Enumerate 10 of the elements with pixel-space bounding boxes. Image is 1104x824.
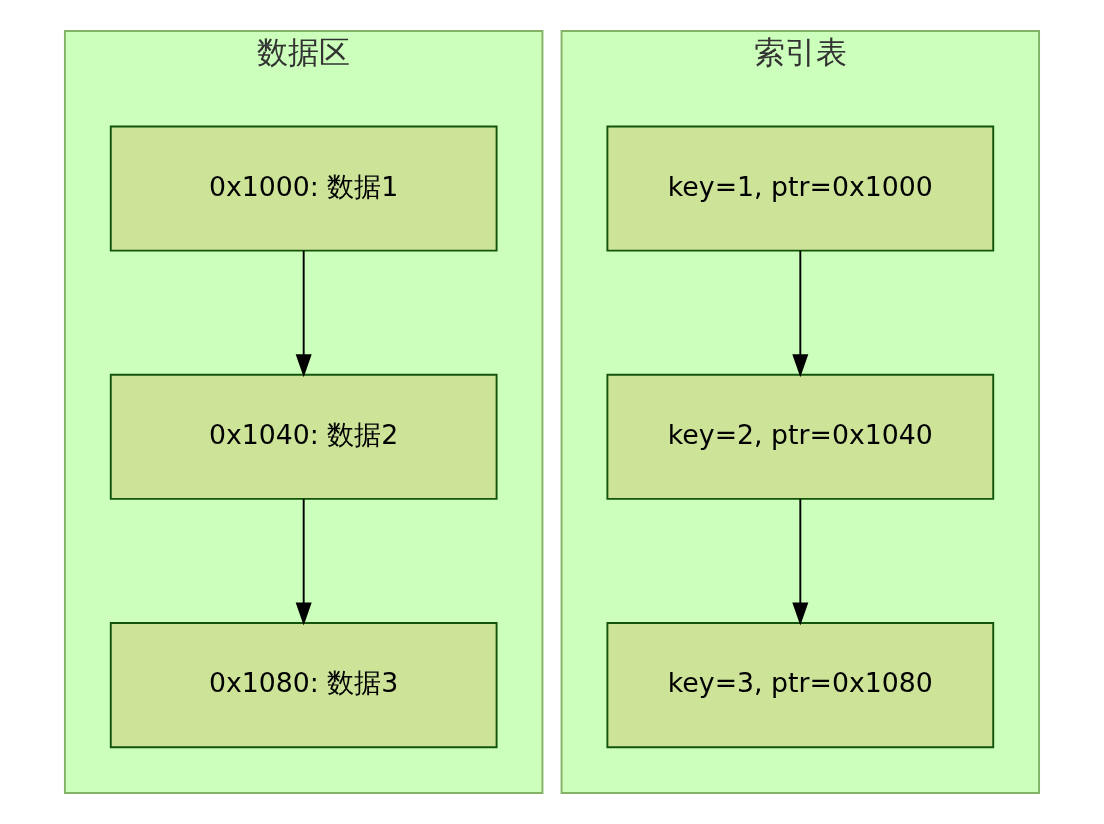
node-box: key=3, ptr=0x1080 bbox=[606, 622, 995, 749]
node-box: 0x1040: 数据2 bbox=[109, 373, 498, 500]
node-box: key=2, ptr=0x1040 bbox=[606, 373, 995, 500]
node-box: 0x1080: 数据3 bbox=[109, 622, 498, 749]
arrow bbox=[295, 249, 312, 378]
node-box: 0x1000: 数据1 bbox=[109, 125, 498, 252]
arrow bbox=[792, 498, 809, 626]
arrow bbox=[792, 249, 809, 378]
arrow bbox=[295, 498, 312, 626]
node-box: key=1, ptr=0x1000 bbox=[606, 125, 995, 252]
